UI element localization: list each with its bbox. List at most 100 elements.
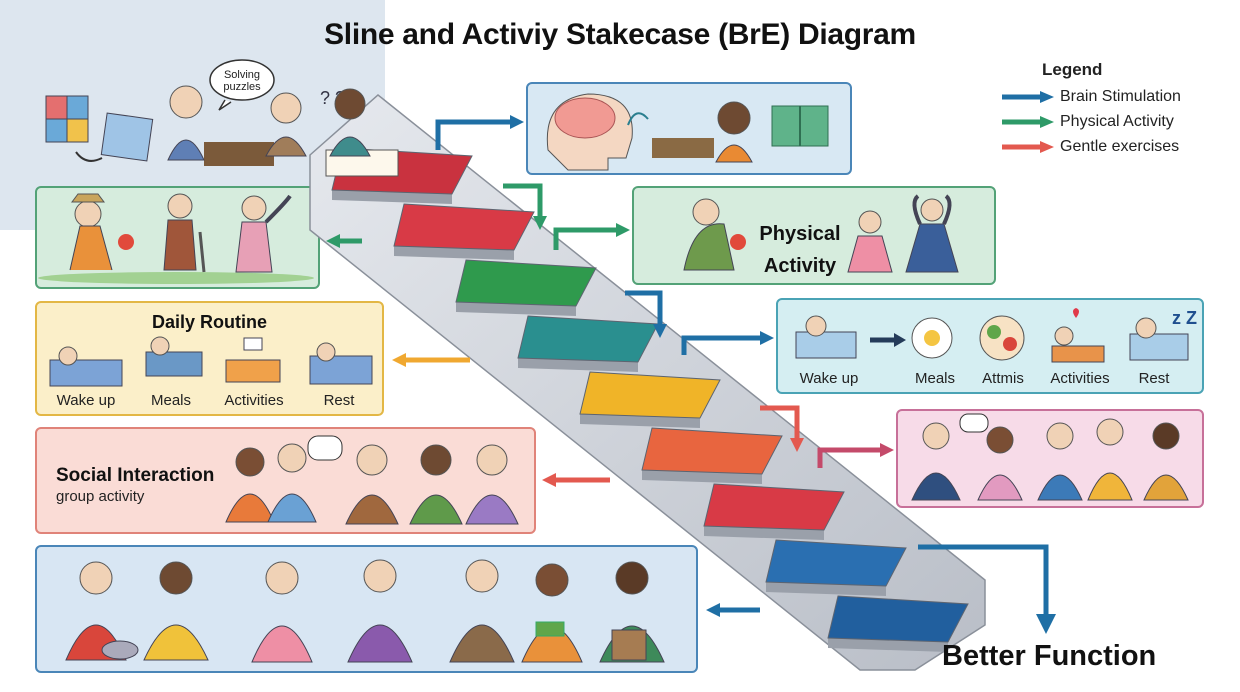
legend-item-brain: Brain Stimulation bbox=[1000, 84, 1230, 109]
table-icon bbox=[225, 359, 281, 383]
person-head bbox=[169, 85, 203, 119]
brain-panel-icons bbox=[546, 93, 829, 171]
person-head bbox=[420, 444, 452, 476]
social-interaction-heading: Social Interaction bbox=[56, 465, 215, 486]
physical-panel-icons bbox=[683, 194, 959, 273]
social-people bbox=[225, 435, 519, 525]
routine-right-label: Rest bbox=[1138, 370, 1170, 387]
bubble-line: Solving bbox=[223, 69, 261, 81]
daily-routine-heading: Daily Routine bbox=[151, 312, 267, 332]
daily-routine-panel bbox=[35, 301, 384, 416]
person-head bbox=[159, 561, 193, 595]
flower-icon bbox=[118, 234, 134, 250]
better-function-label: Better Function bbox=[942, 640, 1157, 672]
speech-bubble bbox=[307, 435, 343, 461]
person-head bbox=[1152, 422, 1180, 450]
person-head bbox=[535, 563, 569, 597]
stair-step bbox=[765, 539, 907, 587]
stair-steps bbox=[331, 147, 969, 652]
page-title: Sline and Activiy Stakecase (BrE) Diagra… bbox=[324, 18, 916, 51]
person-head bbox=[1096, 418, 1124, 446]
legend-item-gentle: Gentle exercises bbox=[1000, 134, 1230, 159]
stair-step bbox=[455, 259, 597, 307]
legend-label: Gentle exercises bbox=[1060, 137, 1180, 155]
exercising-person-icon bbox=[858, 210, 882, 234]
person-head bbox=[615, 561, 649, 595]
person-head bbox=[363, 559, 397, 593]
arrow-down-green bbox=[503, 183, 543, 218]
arrow-to-better-function bbox=[918, 544, 1049, 618]
person-thinking-icon bbox=[717, 101, 751, 135]
person-head bbox=[235, 447, 265, 477]
laptop-icon bbox=[145, 351, 203, 377]
outdoor-panel-icons bbox=[38, 193, 314, 284]
stretching-person-icon bbox=[241, 195, 267, 221]
chef-person-icon bbox=[79, 561, 113, 595]
green-arrow-icon bbox=[1002, 115, 1054, 128]
puzzle-bubble-text: Solving puzzles bbox=[212, 69, 272, 93]
puzzle-icon bbox=[45, 95, 154, 162]
bed-icon bbox=[309, 355, 373, 385]
person-head bbox=[922, 422, 950, 450]
person-head bbox=[356, 444, 388, 476]
legend-item-physical: Physical Activity bbox=[1000, 109, 1230, 134]
person-body bbox=[329, 136, 371, 157]
bed-icon bbox=[49, 359, 123, 387]
bed-icon bbox=[1129, 333, 1189, 361]
brain-icon bbox=[554, 97, 616, 139]
shopping-bag-icon bbox=[611, 629, 647, 661]
exercising-person-icon bbox=[920, 198, 944, 222]
heart-icon bbox=[1073, 308, 1079, 318]
walker-icon bbox=[167, 193, 193, 219]
routine-label: Wake up bbox=[56, 392, 116, 409]
routine-right-label: Wake up bbox=[799, 370, 859, 387]
blue-arrow-icon bbox=[1002, 90, 1054, 103]
person-body bbox=[265, 136, 307, 157]
money-icon bbox=[535, 621, 565, 637]
bed-icon bbox=[795, 331, 857, 359]
speech-bubble bbox=[209, 59, 275, 101]
meal-plate-icon bbox=[979, 315, 1025, 361]
person-head bbox=[265, 561, 299, 595]
arrow-to-social-right bbox=[817, 447, 882, 468]
legend-label: Physical Activity bbox=[1060, 112, 1174, 130]
person-head bbox=[476, 444, 508, 476]
stair-step bbox=[641, 427, 783, 475]
person-icon bbox=[1054, 326, 1074, 346]
routine-label: Rest bbox=[323, 392, 355, 409]
flow-arrows bbox=[326, 115, 1056, 634]
gardener-icon bbox=[692, 198, 720, 226]
arrow-to-physical-panel bbox=[553, 227, 618, 250]
social-right-people bbox=[911, 413, 1189, 501]
person-head bbox=[465, 559, 499, 593]
routine-right-label: Activities bbox=[1050, 370, 1110, 387]
arrow-to-brain-panel bbox=[435, 119, 512, 150]
chess-icon bbox=[652, 138, 714, 158]
red-arrow-icon bbox=[1002, 140, 1054, 153]
person-head bbox=[1046, 422, 1074, 450]
legend: Legend Brain Stimulation Physical Activi… bbox=[1000, 60, 1230, 159]
person-head bbox=[334, 88, 366, 120]
community-people bbox=[65, 559, 665, 663]
gardener-icon bbox=[74, 200, 102, 228]
physical-activity-label: Physical Activity bbox=[752, 218, 848, 282]
routine-right-label: Attmis bbox=[982, 370, 1024, 387]
routine-label: Meals bbox=[150, 392, 191, 409]
label-line: Physical bbox=[759, 223, 841, 245]
pot-icon bbox=[101, 640, 139, 660]
stair-step bbox=[393, 203, 535, 251]
flower-icon bbox=[730, 234, 746, 250]
person-head bbox=[277, 443, 307, 473]
stair-step bbox=[827, 595, 969, 643]
stair-step bbox=[703, 483, 845, 531]
legend-heading: Legend bbox=[1042, 60, 1103, 79]
speech-bubble bbox=[959, 413, 989, 433]
arrow-to-routine-panel bbox=[681, 335, 762, 355]
label-line: Activity bbox=[763, 255, 837, 277]
svg-text:z Z: z Z bbox=[1172, 308, 1197, 328]
legend-label: Brain Stimulation bbox=[1060, 87, 1181, 105]
arrow-down-blue bbox=[625, 290, 663, 326]
routine-label: Activities bbox=[224, 392, 284, 409]
stair-step bbox=[579, 371, 721, 419]
